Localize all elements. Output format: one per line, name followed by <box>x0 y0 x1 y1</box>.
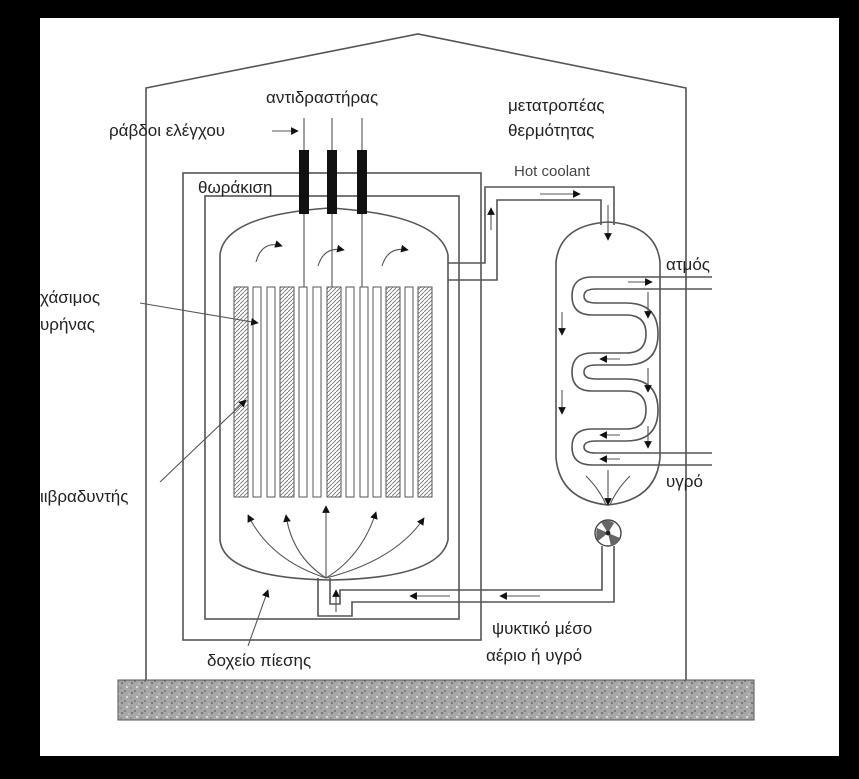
moderator-block <box>385 286 401 498</box>
moderator-block <box>233 286 249 498</box>
label-coolant-2: αέριο ή υγρό <box>486 646 582 665</box>
fuel-channel <box>372 286 382 498</box>
label-shielding: θωράκιση <box>198 178 272 197</box>
leader-lines <box>139 127 299 647</box>
top-flow-arrows <box>255 240 409 267</box>
label-heat-exchanger-1: μετατροπέας <box>508 96 605 115</box>
fuel-channel <box>359 286 369 498</box>
bottom-flow-arrows <box>247 505 425 579</box>
control-rod <box>357 150 367 214</box>
label-liquid: υγρό <box>666 472 703 491</box>
label-steam: ατμός <box>666 255 710 274</box>
moderator-block <box>417 286 433 498</box>
control-rod <box>327 150 337 214</box>
ground-foundation <box>117 679 755 721</box>
fuel-channel <box>312 286 322 498</box>
coolant-return-pipe <box>317 546 615 617</box>
fuel-channel <box>266 286 276 498</box>
moderator-block <box>326 286 342 498</box>
label-pressure-vessel: δοχείο πίεσης <box>207 651 311 670</box>
fuel-channel <box>345 286 355 498</box>
label-hot-coolant: Hot coolant <box>514 163 591 180</box>
left-frame-edge <box>0 0 40 774</box>
label-control-rods: ράβδοι ελέγχου <box>109 121 225 140</box>
fuel-channel <box>298 286 308 498</box>
steam-coil <box>558 276 712 466</box>
label-core-1: χάσιμος <box>40 288 100 307</box>
circulator-pump <box>594 519 622 547</box>
fuel-channel <box>252 286 262 498</box>
label-heat-exchanger-2: θερμότητας <box>508 121 594 140</box>
containment-building <box>145 33 687 680</box>
reactor-core <box>233 286 433 498</box>
exchanger-bottom-flow <box>585 470 631 506</box>
heat-exchanger <box>555 221 661 506</box>
fuel-channel <box>404 286 414 498</box>
moderator-block <box>279 286 295 498</box>
pressure-vessel <box>219 207 449 581</box>
label-coolant-1: ψυκτικό μέσο <box>492 619 592 638</box>
label-reactor: αντιδραστήρας <box>266 88 378 107</box>
control-rods <box>299 118 367 287</box>
label-core-2: υρήνας <box>40 315 95 334</box>
control-rod <box>299 150 309 214</box>
label-moderator: ιιβραδυντής <box>40 487 128 506</box>
